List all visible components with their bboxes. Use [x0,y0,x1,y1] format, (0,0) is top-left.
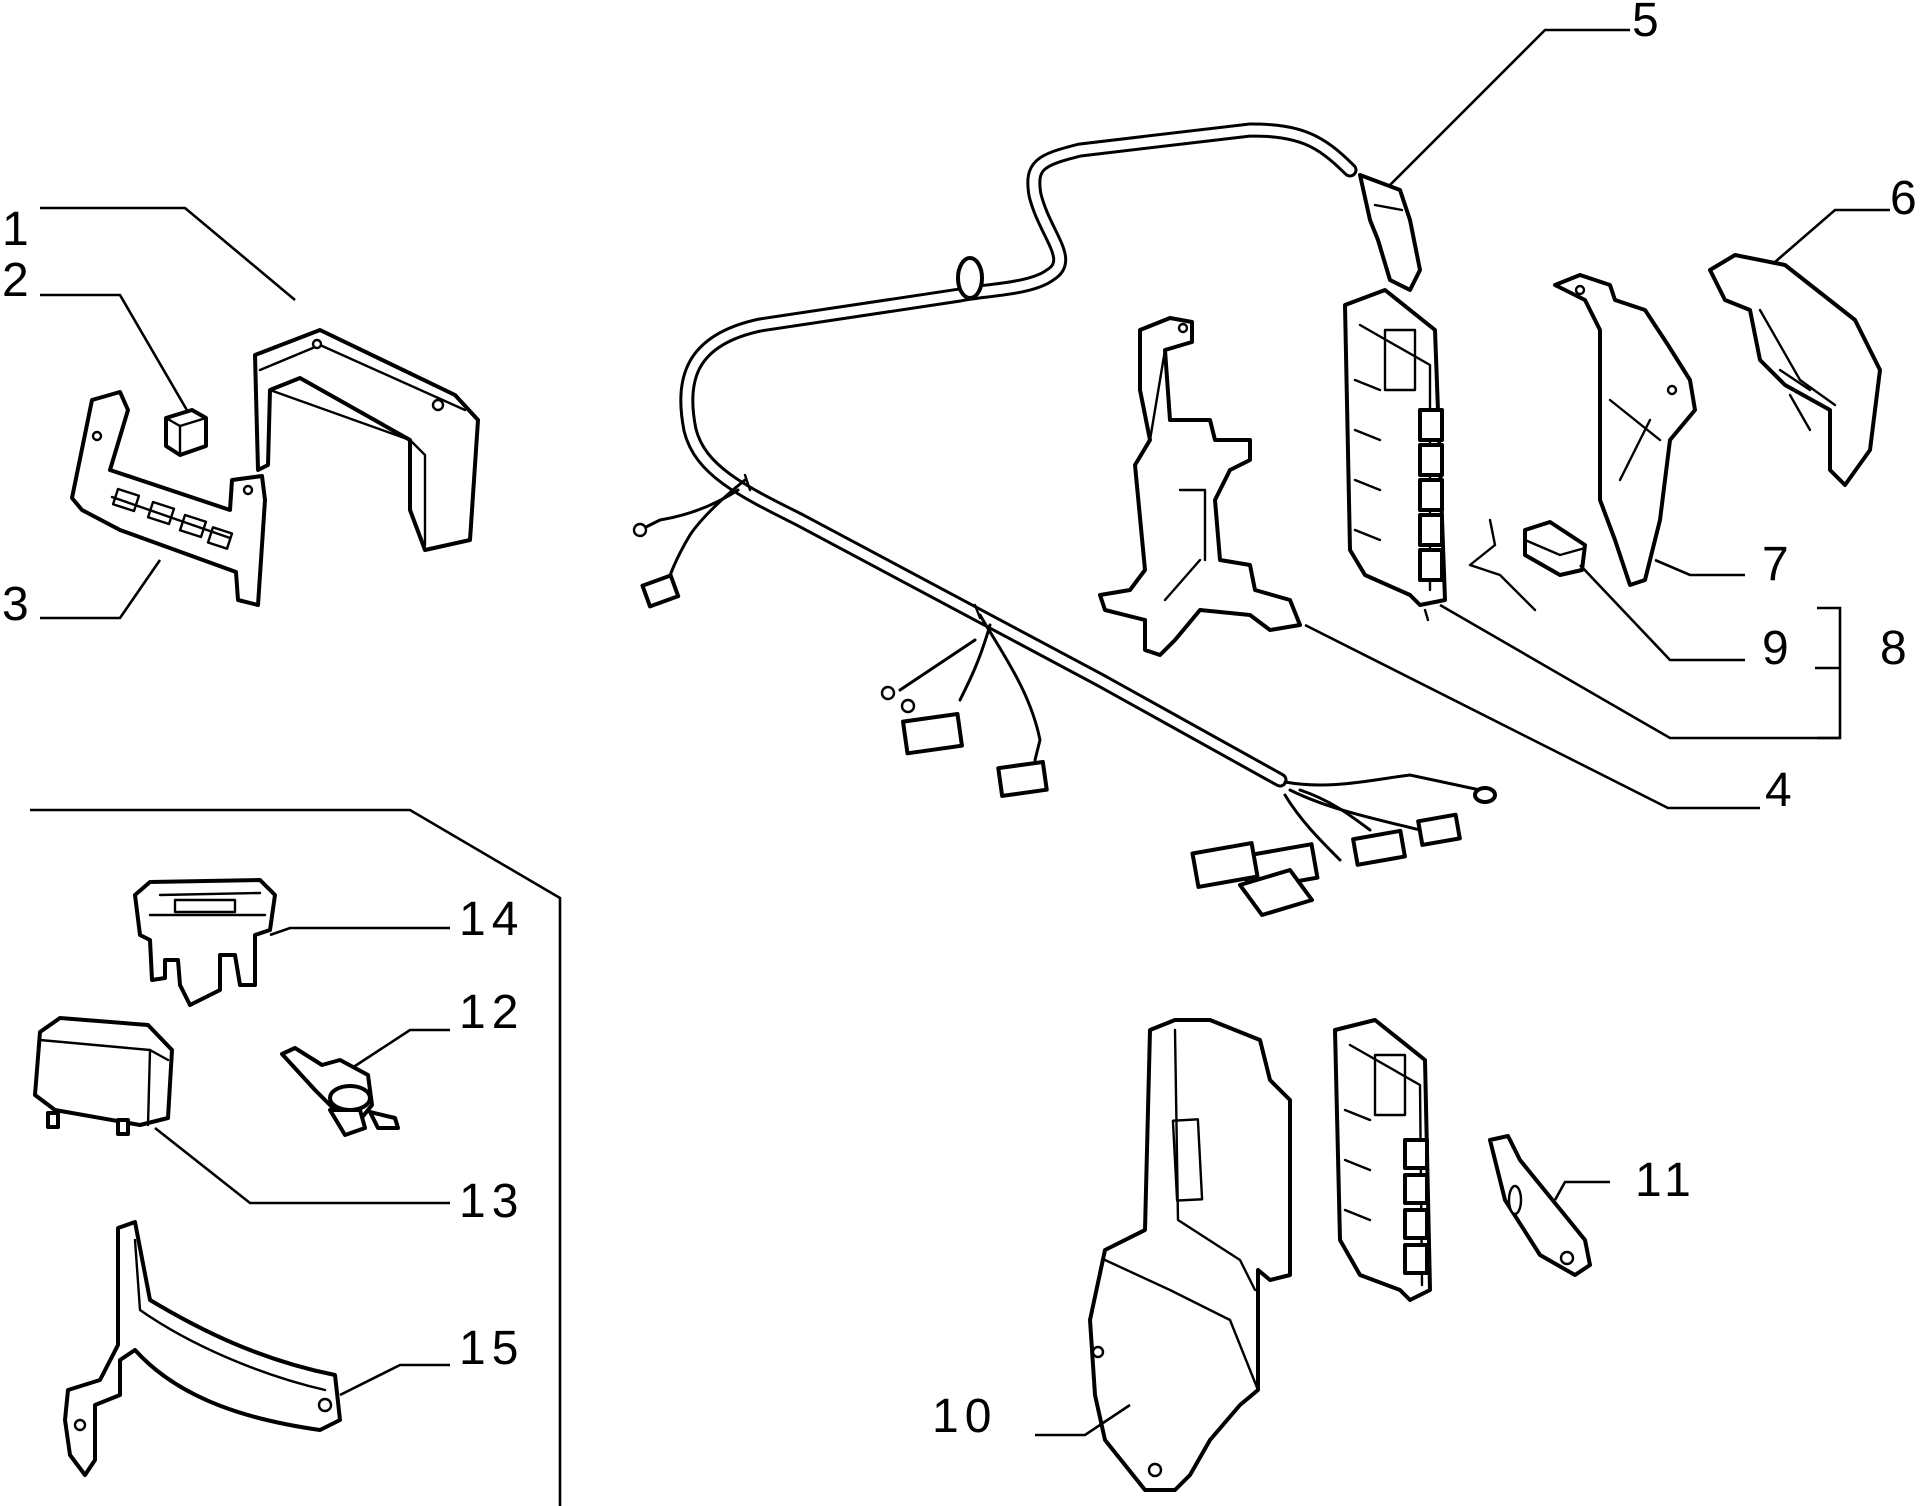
part-4-mount-bracket [1098,316,1302,657]
part-9-connector [1468,518,1587,612]
callout-1: 1 [2,203,35,256]
callout-9: 9 [1762,622,1795,675]
leader-lines [40,28,1890,1437]
part-5-harness [632,122,1497,917]
part-10-cover-panel [1088,1018,1292,1492]
section-divider [30,808,562,1506]
callout-2: 2 [2,254,35,307]
callout-6: 6 [1890,172,1922,225]
part-3-bracket [70,390,267,607]
control-unit-alt [1333,1018,1432,1302]
callout-15: 15 [459,1322,524,1375]
callout-10: 10 [932,1390,997,1443]
part-14-relay-holder [133,878,277,1007]
callout-8: 8 [1880,622,1913,675]
callout-13: 13 [459,1175,524,1228]
callout-12: 12 [459,986,524,1039]
part-7-bracket [1553,273,1697,587]
callout-4: 4 [1765,764,1798,817]
part-12-switch [280,1046,400,1137]
part-2-small-relay [164,408,208,457]
part-1-cover [253,328,480,552]
part-6-cover [1708,253,1882,487]
part-11-plate [1488,1134,1592,1277]
callout-7: 7 [1762,538,1795,591]
callout-3: 3 [2,578,35,631]
callout-11: 11 [1635,1154,1697,1207]
part-8-control-unit [1343,288,1447,622]
callout-5: 5 [1632,0,1665,47]
part-15-bracket [63,1220,342,1477]
callout-labels: 1 2 3 4 5 6 7 8 9 10 11 12 13 14 15 [2,0,1922,1443]
callout-14: 14 [459,893,524,946]
part-13-relay [33,1016,174,1136]
